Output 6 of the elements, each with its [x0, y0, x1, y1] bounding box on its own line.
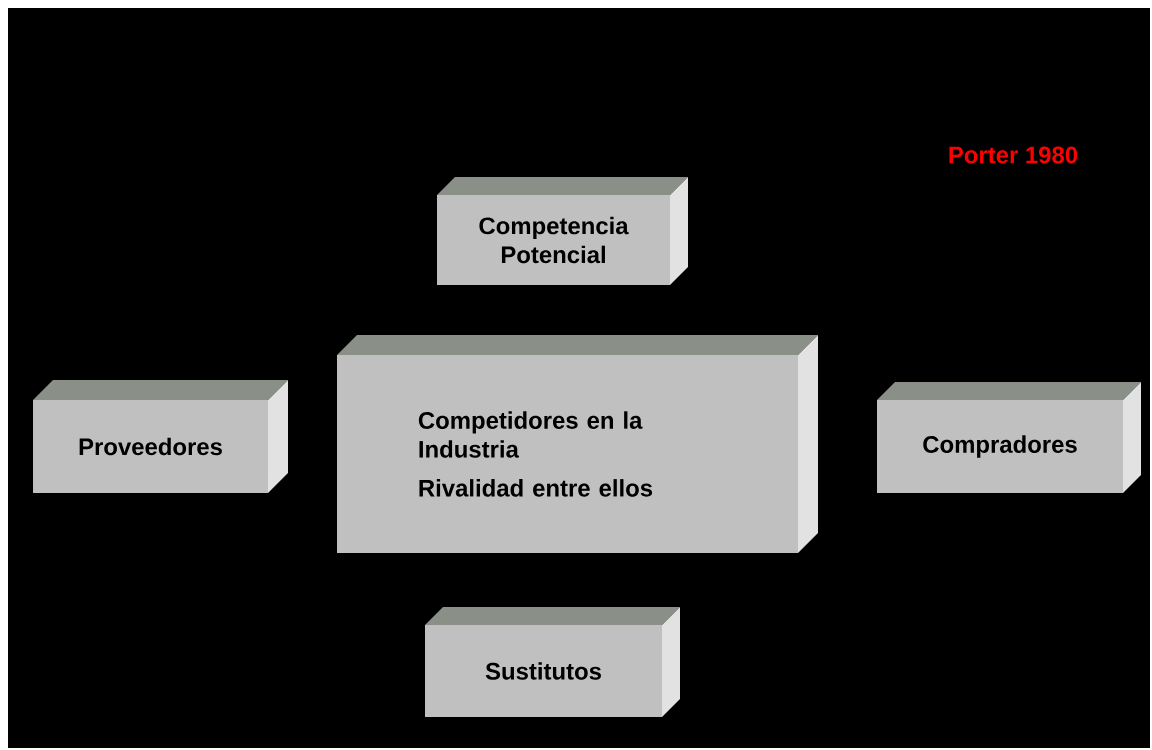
block-box: Compradores — [877, 382, 1141, 493]
block-box: Competencia Potencial — [437, 177, 688, 285]
block-box: Competidores en la Industria Rivalidad entre ellos — [337, 335, 818, 553]
block-box: Sustitutos — [425, 607, 680, 717]
block-box: Proveedores — [33, 380, 288, 493]
citation-label: Porter 1980 — [949, 146, 1078, 164]
